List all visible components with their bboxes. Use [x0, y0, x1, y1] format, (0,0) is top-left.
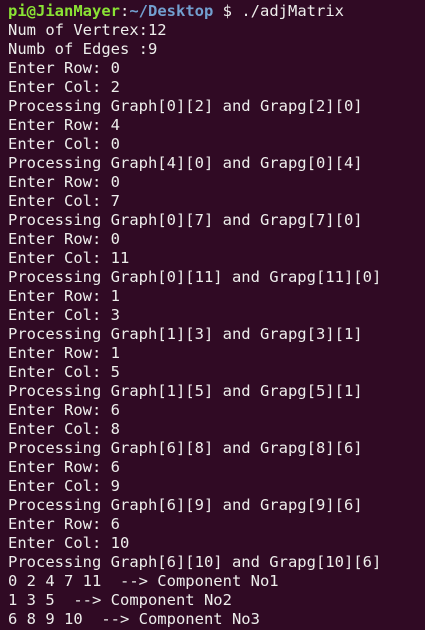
output-line: Enter Row: 4 — [8, 116, 120, 134]
output-line: Enter Col: 7 — [8, 192, 120, 210]
output-line: Enter Row: 6 — [8, 515, 120, 533]
output-line: Processing Graph[0][2] and Grapg[2][0] — [8, 97, 363, 115]
output-line: Enter Col: 11 — [8, 249, 130, 267]
output-line: Processing Graph[6][9] and Grapg[9][6] — [8, 496, 363, 514]
prompt-user-host: pi@JianMayer — [8, 2, 120, 20]
output-line: Processing Graph[0][11] and Grapg[11][0] — [8, 268, 382, 286]
output-line: Processing Graph[0][7] and Grapg[7][0] — [8, 211, 363, 229]
output-line: Enter Row: 6 — [8, 458, 120, 476]
output-line: Num of Vertrex:12 — [8, 21, 167, 39]
output-line: Enter Row: 1 — [8, 344, 120, 362]
output-line: Enter Row: 6 — [8, 401, 120, 419]
output-line: 6 8 9 10 --> Component No3 — [8, 610, 260, 628]
output-line: 1 3 5 --> Component No2 — [8, 591, 232, 609]
output-line: Numb of Edges :9 — [8, 40, 158, 58]
output-line: Enter Col: 3 — [8, 306, 120, 324]
prompt-command: ./adjMatrix — [241, 2, 344, 20]
output-line: Processing Graph[4][0] and Grapg[0][4] — [8, 154, 363, 172]
output-line: 0 2 4 7 11 --> Component No1 — [8, 572, 279, 590]
prompt-symbol: $ — [213, 2, 242, 20]
output-line: Enter Col: 0 — [8, 135, 120, 153]
output-line: Enter Col: 10 — [8, 534, 130, 552]
output-line: Processing Graph[1][3] and Grapg[3][1] — [8, 325, 363, 343]
prompt-line: pi@JianMayer:~/Desktop $ ./adjMatrix — [8, 2, 425, 21]
output-line: Enter Col: 2 — [8, 78, 120, 96]
output-line: Processing Graph[6][10] and Grapg[10][6] — [8, 553, 382, 571]
output-line: Enter Row: 1 — [8, 287, 120, 305]
output-line: Enter Row: 0 — [8, 230, 120, 248]
output-line: Enter Col: 5 — [8, 363, 120, 381]
prompt-colon: : — [119, 2, 130, 20]
output-line: Enter Row: 0 — [8, 59, 120, 77]
output-line: Enter Row: 0 — [8, 173, 120, 191]
output-line: Processing Graph[1][5] and Grapg[5][1] — [8, 382, 363, 400]
prompt-path: ~/Desktop — [129, 2, 214, 20]
output-line: Processing Graph[6][8] and Grapg[8][6] — [8, 439, 363, 457]
output-line: Enter Col: 8 — [8, 420, 120, 438]
output-line: Enter Col: 9 — [8, 477, 120, 495]
